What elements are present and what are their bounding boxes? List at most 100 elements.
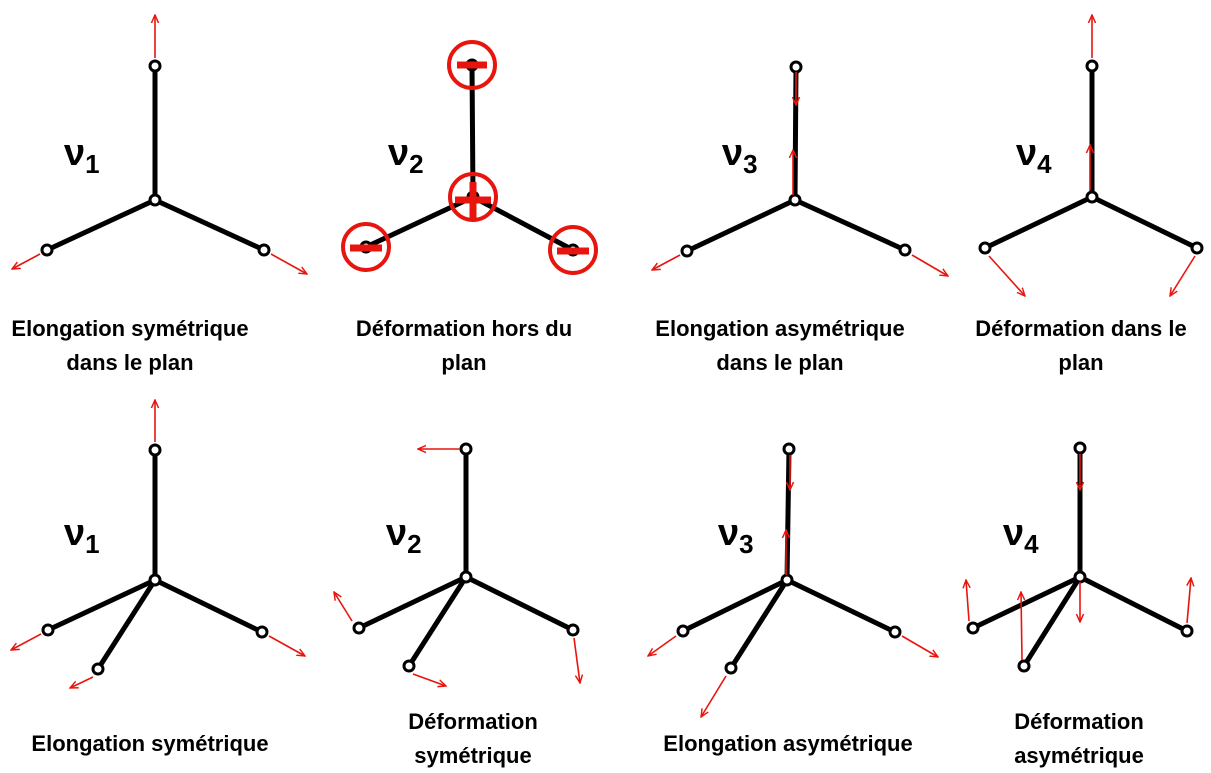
atom — [257, 243, 271, 257]
plus-sign-circle — [448, 172, 498, 222]
mode-label: ν4 — [1016, 132, 1052, 179]
atom — [724, 661, 738, 675]
atom — [966, 621, 980, 635]
bond — [45, 577, 158, 633]
central-atom — [148, 573, 162, 587]
central-atom — [1073, 570, 1087, 584]
central-atom — [788, 193, 802, 207]
mode-top-1-molecule: ν1 — [12, 15, 307, 274]
central-atom — [459, 570, 473, 584]
bond — [95, 577, 158, 672]
mode-label: ν4 — [1003, 512, 1039, 559]
bond — [356, 574, 469, 631]
mode-label: ν2 — [386, 512, 422, 559]
displacement-arrow — [573, 637, 580, 683]
atom — [680, 244, 694, 258]
atom — [41, 623, 55, 637]
atom — [789, 60, 803, 74]
atom — [352, 621, 366, 635]
minus-sign-circle — [548, 225, 598, 275]
bond — [1021, 574, 1083, 669]
atom — [459, 442, 473, 456]
displacement-arrow — [270, 253, 307, 274]
central-atom — [148, 193, 162, 207]
atom — [40, 243, 54, 257]
atom — [148, 59, 162, 73]
bond — [152, 197, 267, 253]
atom — [1180, 624, 1194, 638]
bond — [784, 446, 792, 583]
bond — [784, 577, 898, 635]
bond — [1089, 194, 1200, 251]
displacement-arrow — [988, 255, 1025, 296]
atom — [676, 624, 690, 638]
central-atom — [780, 573, 794, 587]
atom — [255, 625, 269, 639]
mode-label: ν1 — [64, 132, 100, 179]
displacement-arrow — [701, 675, 727, 717]
bond — [970, 574, 1083, 631]
atom — [782, 442, 796, 456]
bond — [982, 194, 1095, 251]
mode-top-4-molecule: ν4 — [978, 15, 1204, 296]
minus-sign-circle — [447, 40, 497, 90]
bond — [363, 194, 476, 250]
mode-top-3-molecule: ν3 — [652, 60, 948, 276]
atom — [888, 625, 902, 639]
displacement-arrow — [1187, 578, 1191, 624]
caption-bottom-2: Déformation symétrique — [408, 709, 538, 768]
bond — [680, 577, 790, 634]
atom — [402, 659, 416, 673]
mode-bottom-2-molecule: ν2 — [334, 442, 580, 686]
mode-label: ν2 — [388, 132, 424, 179]
mode-bottom-3-molecule: ν3 — [648, 442, 938, 717]
atom — [1190, 241, 1204, 255]
atom — [1085, 59, 1099, 73]
bond — [728, 577, 790, 671]
displacement-arrow — [1170, 255, 1196, 296]
caption-top-4: Déformation dans le plan — [975, 316, 1187, 375]
caption-top-2: Déformation hors du plan — [355, 316, 573, 375]
caption-bottom-4: Déformation asymétrique — [1014, 709, 1144, 768]
displacement-arrow — [652, 254, 681, 270]
displacement-arrow — [70, 676, 94, 688]
caption-bottom-3: Elongation asymétrique — [663, 731, 913, 756]
central-atom — [1085, 190, 1099, 204]
bond — [1077, 574, 1190, 634]
atom — [1073, 441, 1087, 455]
displacement-arrow — [901, 635, 938, 657]
minus-sign-circle — [341, 222, 391, 272]
displacement-arrow — [966, 580, 969, 622]
displacement-arrow — [11, 633, 42, 650]
bond — [152, 577, 265, 635]
atom — [898, 243, 912, 257]
bond — [44, 197, 158, 253]
mode-bottom-1-molecule: ν1 — [11, 400, 305, 688]
displacement-arrow — [1021, 592, 1022, 661]
displacement-arrow — [911, 254, 948, 276]
displacement-arrow — [12, 253, 41, 269]
displacement-arrow — [648, 635, 677, 656]
atom — [566, 623, 580, 637]
bond — [406, 574, 469, 669]
atom — [91, 662, 105, 676]
bond — [792, 197, 908, 253]
caption-bottom-1: Elongation symétrique — [31, 731, 269, 756]
mode-label: ν3 — [722, 132, 758, 179]
displacement-arrow — [412, 673, 446, 686]
displacement-arrow — [334, 592, 353, 622]
mode-label: ν1 — [64, 512, 100, 559]
atom — [148, 443, 162, 457]
bond — [463, 574, 576, 633]
mode-top-2-molecule: ν2 — [341, 40, 598, 275]
mode-bottom-4-molecule: ν4 — [966, 441, 1194, 673]
displacement-arrow — [268, 635, 305, 656]
atom — [1017, 659, 1031, 673]
atom — [978, 241, 992, 255]
bond — [469, 62, 476, 200]
caption-top-1: Elongation symétrique dans le plan — [11, 316, 249, 375]
mode-label: ν3 — [718, 512, 754, 559]
bond — [684, 197, 798, 254]
caption-top-3: Elongation asymétrique dans le plan — [655, 316, 905, 375]
